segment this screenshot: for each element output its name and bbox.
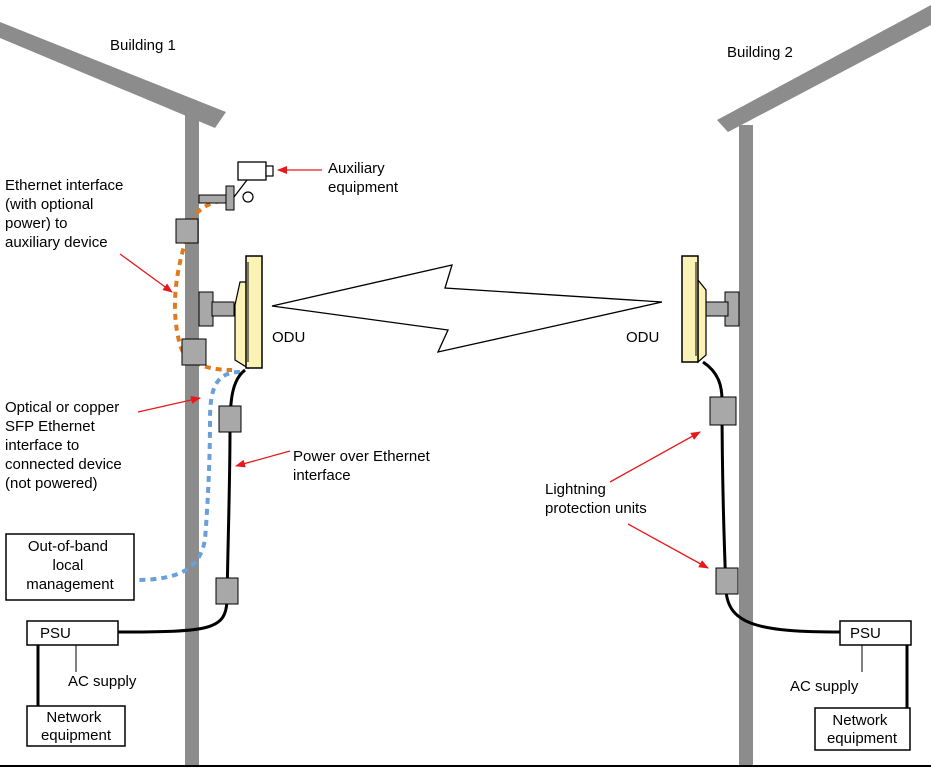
lpu-aux-bottom <box>181 338 207 366</box>
sfp-interface-label: Optical or copper SFP Ethernet interface… <box>5 399 126 492</box>
odu-left-bracket <box>211 301 235 317</box>
odu-left-mount <box>198 291 214 327</box>
ethernet-interface-label: Ethernet interface (with optional power)… <box>5 177 128 251</box>
building-1-pole <box>185 115 199 765</box>
arrow-sfp-interface <box>137 396 201 413</box>
lpu-left-top <box>218 405 242 433</box>
building-1-label: Building 1 <box>110 37 176 54</box>
building-1-structure <box>0 22 226 765</box>
ac-supply-right-label: AC supply <box>790 678 859 695</box>
psu-right-label: PSU <box>850 625 881 642</box>
building-2-structure <box>717 5 931 765</box>
arrow-lightning-top <box>609 431 701 483</box>
odu-right-panel <box>681 255 699 363</box>
building-2-roof <box>717 5 931 132</box>
odu-right-label: ODU <box>626 329 659 346</box>
odu-right <box>681 255 740 364</box>
arrow-ethernet-interface <box>119 253 173 293</box>
ac-supply-left-label: AC supply <box>68 673 137 690</box>
building-2-label: Building 2 <box>727 44 793 61</box>
arrow-poe-interface <box>235 450 291 468</box>
lpu-right-bottom <box>715 567 739 595</box>
network-right-label: Network equipment <box>827 712 898 747</box>
odu-left-label: ODU <box>272 329 305 346</box>
arrow-lightning-bottom <box>627 523 709 569</box>
out-of-band-label: Out-of-band local management <box>26 538 114 593</box>
lpu-aux-top <box>175 218 199 244</box>
aux-equipment-label: Auxiliary equipment <box>328 160 399 196</box>
network-right-box <box>814 707 911 751</box>
poe-cable-right <box>702 360 841 634</box>
odu-antenna-icon <box>245 255 263 369</box>
network-left-label: Network equipment <box>41 709 112 744</box>
psu-left-label: PSU <box>40 625 71 642</box>
poe-cable-left <box>117 368 246 634</box>
out-of-band-box <box>5 533 135 601</box>
poe-interface-label: Power over Ethernet interface <box>293 448 434 484</box>
lightning-bolt-icon <box>271 264 663 353</box>
odu-right-body <box>697 278 707 364</box>
lpu-right-top <box>709 396 737 426</box>
odu-left <box>198 255 263 370</box>
callout-arrows <box>119 166 709 569</box>
psu-right-box <box>839 620 912 646</box>
lpu-left-bottom <box>215 577 239 605</box>
odu-right-bracket <box>705 301 729 317</box>
camera-icon <box>198 161 274 211</box>
sfp-ethernet-cable <box>134 370 241 582</box>
lightning-units-label: Lightning protection units <box>545 481 647 517</box>
building-1-roof <box>0 22 226 128</box>
building-2-pole <box>739 125 753 765</box>
psu-left-box <box>26 620 119 646</box>
network-left-box <box>26 705 126 747</box>
